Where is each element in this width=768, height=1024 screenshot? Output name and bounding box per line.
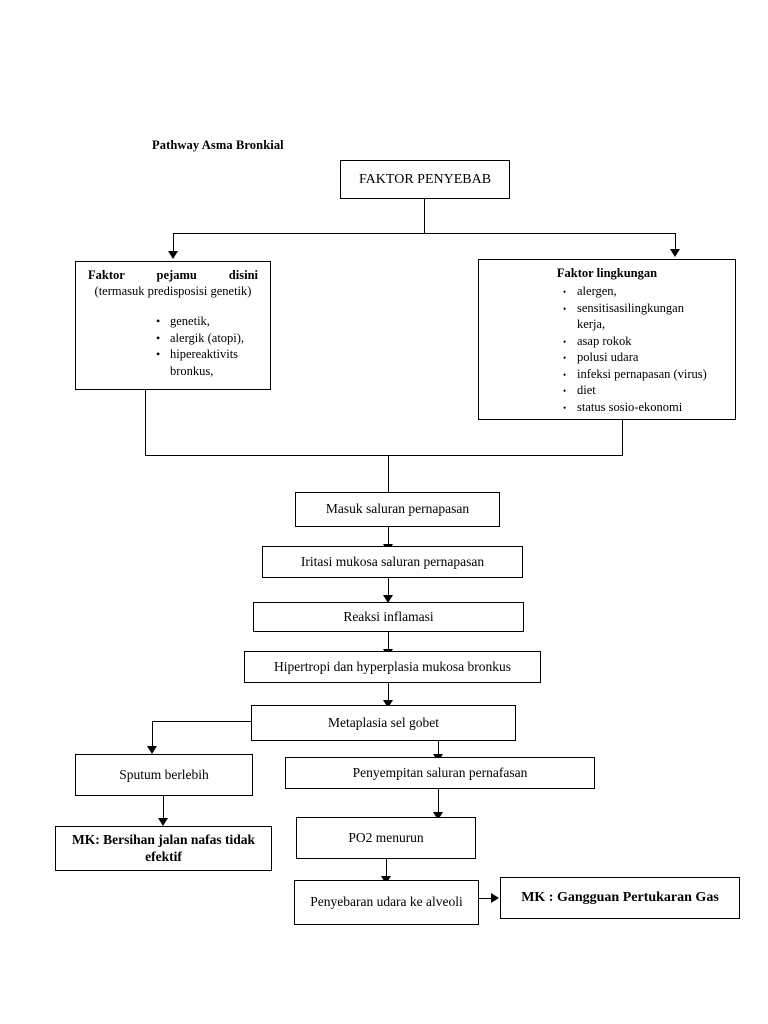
node-faktor-penyebab: FAKTOR PENYEBAB	[340, 160, 510, 199]
bullet-icon	[563, 399, 566, 416]
connector-host-down	[145, 390, 147, 456]
bullet-icon	[563, 349, 566, 366]
connector-chain-7	[386, 859, 388, 880]
faktor-pejamu-subheading: (termasuk predisposisi genetik)	[94, 284, 252, 298]
arrowhead-to-mk-gas	[491, 893, 499, 903]
node-mk-bersihan-jalan-nafas: MK: Bersihan jalan nafas tidak efektif	[55, 826, 272, 871]
connector-chain-1	[388, 527, 390, 546]
node-mk-gangguan-pertukaran-gas: MK : Gangguan Pertukaran Gas	[500, 877, 740, 919]
node-metaplasia-sel-gobet: Metaplasia sel gobet	[251, 705, 516, 741]
list-item: polusi udara	[563, 349, 727, 366]
node-masuk-saluran-pernapasan: Masuk saluran pernapasan	[295, 492, 500, 527]
connector-environment-down	[622, 420, 624, 456]
list-item: alergen,	[563, 283, 727, 300]
connector-metaplasia-to-sputum-v	[152, 721, 154, 748]
faktor-pejamu-heading: Faktor pejamu disini	[88, 268, 258, 282]
arrowhead-to-mk-airway	[158, 818, 168, 826]
list-item: hipereaktivits bronkus,	[156, 346, 262, 379]
arrowhead-chain-4	[383, 700, 393, 708]
node-hipertropi-hyperplasia: Hipertropi dan hyperplasia mukosa bronku…	[244, 651, 541, 683]
connector-alveoli-to-mk-gas	[479, 898, 493, 900]
node-reaksi-inflamasi: Reaksi inflamasi	[253, 602, 524, 632]
bullet-icon	[563, 333, 566, 350]
node-penyebaran-udara-alveoli: Penyebaran udara ke alveoli	[294, 880, 479, 925]
node-po2-menurun: PO2 menurun	[296, 817, 476, 859]
bullet-icon	[156, 313, 160, 330]
diagram-title: Pathway Asma Bronkial	[152, 138, 284, 152]
connector-sputum-to-mk	[163, 796, 165, 822]
connector-chain-6	[438, 789, 440, 815]
bullet-icon	[563, 300, 566, 317]
list-item: infeksi pernapasan (virus)	[563, 366, 727, 383]
faktor-pejamu-list: genetik, alergik (atopi), hipereaktivits…	[156, 313, 262, 379]
node-faktor-penyebab-label: FAKTOR PENYEBAB	[358, 171, 492, 187]
arrowhead-chain-2	[383, 595, 393, 603]
node-penyempitan-saluran-pernafasan: Penyempitan saluran pernafasan	[285, 757, 595, 789]
connector-merge-stem	[388, 455, 390, 493]
node-faktor-pejamu: Faktor pejamu disini (termasuk predispos…	[75, 261, 271, 390]
list-item: alergik (atopi),	[156, 330, 262, 347]
node-iritasi-mukosa: Iritasi mukosa saluran pernapasan	[262, 546, 523, 578]
connector-chain-2	[388, 578, 390, 597]
connector-root-bus	[173, 233, 676, 235]
bullet-icon	[563, 382, 566, 399]
arrowhead-chain-6	[433, 812, 443, 820]
connector-chain-5	[438, 741, 440, 757]
bullet-icon	[156, 330, 160, 347]
list-item: asap rokok	[563, 333, 727, 350]
node-faktor-lingkungan: Faktor lingkungan alergen, sensitisasili…	[478, 259, 736, 420]
list-item: genetik,	[156, 313, 262, 330]
connector-root-stem	[424, 199, 426, 234]
bullet-icon	[563, 366, 566, 383]
faktor-lingkungan-heading: Faktor lingkungan	[556, 266, 658, 280]
bullet-icon	[156, 346, 160, 363]
connector-root-to-environment	[675, 233, 677, 251]
connector-metaplasia-to-sputum-h	[152, 721, 251, 723]
bullet-icon	[563, 283, 566, 300]
connector-chain-3	[388, 632, 390, 651]
list-item: diet	[563, 382, 727, 399]
arrowhead-to-sputum	[147, 746, 157, 754]
connector-chain-4	[388, 683, 390, 702]
arrowhead-to-environment-box	[670, 249, 680, 257]
node-sputum-berlebih: Sputum berlebih	[75, 754, 253, 796]
connector-merge-bus	[145, 455, 623, 457]
connector-root-to-host	[173, 233, 175, 253]
arrowhead-to-host-box	[168, 251, 178, 259]
list-item: status sosio-ekonomi	[563, 399, 727, 416]
